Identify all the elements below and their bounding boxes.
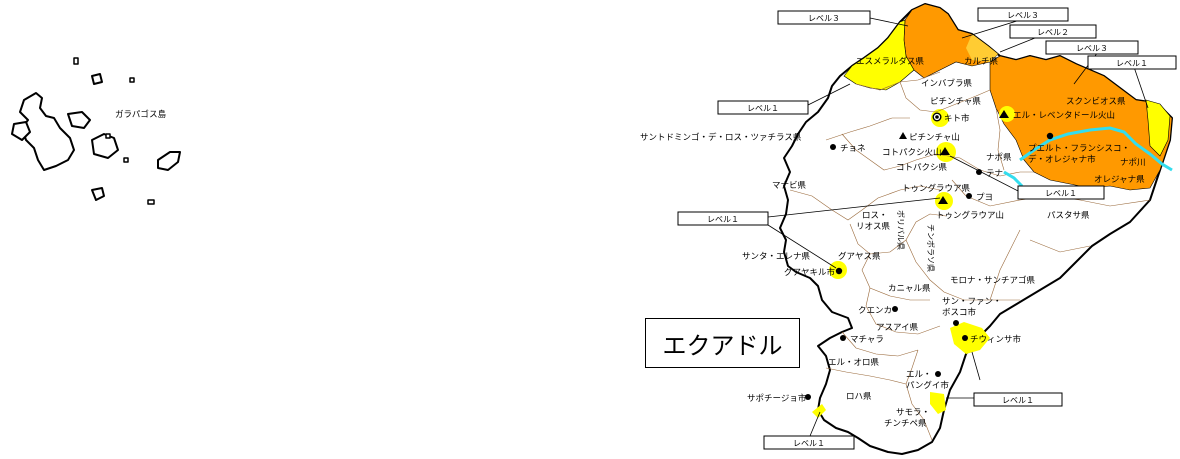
callout-level1-sucumbios: レベル１ [1087, 55, 1177, 70]
zapotillo-label: サポチージョ市 [747, 393, 807, 404]
province-boundaries [789, 71, 1151, 441]
manabi-label: マナビ県 [772, 181, 807, 191]
morona-label: モロナ・サンチアゴ県 [950, 275, 1036, 286]
svg-text:レベル１: レベル１ [1045, 189, 1077, 198]
imbabura-label: インバブラ県 [921, 78, 973, 89]
chimborazo-label: チンボラソ県 [926, 224, 935, 272]
zamora-label: サモラ・チンチペ県 [884, 408, 930, 429]
cotopaxi-volcano-icon [940, 147, 950, 155]
cotopaxi-province-label: コトパクシ県 [896, 163, 948, 173]
san-juan-label: サン・ファン・ボスコ市 [942, 297, 1002, 318]
svg-text:レベル１: レベル１ [793, 439, 825, 448]
callout-level1-zamora: レベル１ [973, 392, 1063, 407]
quito-label: キト市 [944, 113, 970, 124]
pichincha-label: ピチンチャ県 [930, 97, 981, 107]
puyo-label: プヨ [976, 193, 993, 203]
napo-river [1019, 126, 1173, 172]
chiguinda-label: チウィンサ市 [970, 334, 1022, 345]
los-rios-label: ロス・リオス県 [856, 211, 891, 232]
galapagos-islands [11, 57, 181, 205]
loja-label: ロハ県 [846, 392, 872, 402]
azuay-label: アスアイ県 [876, 323, 919, 333]
guayaquil-city-icon [835, 267, 843, 275]
cotopaxi-volcano-label: コトパクシ火山 [882, 147, 942, 158]
callout-level1-cotopaxi: レベル１ [1017, 185, 1105, 200]
tungurahua-volcano-label: トゥングラウア山 [936, 210, 1004, 221]
mainland [779, 3, 1173, 455]
reventador-label: エル・レベンタドール火山 [1013, 110, 1115, 121]
tena-label: テナ [986, 169, 1003, 179]
santa-elena-label: サンタ・エレナ県 [742, 252, 811, 262]
tungurahua-province-label: トゥングラウア県 [902, 183, 971, 194]
svg-text:レベル１: レベル１ [1002, 396, 1034, 405]
map-title: エクアドル [645, 318, 800, 368]
bolivar-label: ボリバル県 [896, 210, 905, 250]
callout-level3-3: レベル３ [1045, 40, 1139, 55]
pichincha-volcano-icon [899, 132, 907, 139]
callout-level1-tungurahua: レベル１ [677, 211, 769, 226]
svg-text:レベル１: レベル１ [1116, 59, 1148, 68]
guayaquil-label: グアヤキル市 [784, 267, 836, 278]
el-oro-label: エル・オロ県 [828, 358, 880, 368]
esmeraldas-label: エスメラルダス県 [856, 56, 925, 67]
svg-text:レベル３: レベル３ [1007, 11, 1039, 20]
machala-city-icon [840, 335, 846, 341]
level3-area-sucumbios [989, 55, 1173, 191]
callout-level3-2: レベル３ [977, 7, 1069, 22]
carchi-label: カルチ県 [964, 57, 999, 67]
cuenca-city-icon [892, 306, 898, 312]
pichincha-volcano-label: ピチンチャ山 [909, 132, 960, 143]
chone-label: チョネ [840, 144, 866, 154]
napo-label: ナポ県 [986, 153, 1012, 163]
svg-text:レベル３: レベル３ [1076, 44, 1108, 53]
san-juan-city-icon [953, 320, 959, 326]
pastaza-label: パスタサ県 [1047, 211, 1090, 221]
river-branch [1003, 170, 1024, 188]
canar-label: カニャル県 [888, 284, 931, 294]
puyo-city-icon [966, 193, 972, 199]
svg-text:レベル２: レベル２ [1037, 28, 1069, 37]
galapagos-label: ガラパゴス島 [115, 109, 167, 120]
guayas-label: グアヤス県 [838, 251, 881, 262]
svg-text:レベル１: レベル１ [707, 215, 739, 224]
tungurahua-volcano-icon [938, 196, 948, 204]
callout-level3-1: レベル３ [777, 10, 871, 25]
alert-areas [812, 3, 1173, 418]
callout-level2: レベル２ [1009, 24, 1097, 39]
cuenca-label: クエンカ [858, 306, 892, 316]
callout-level1-esmeraldas: レベル１ [717, 100, 809, 115]
napo-river-label: ナポ川 [1120, 158, 1146, 168]
chone-city-icon [830, 144, 836, 150]
level2-area-carchi-east [966, 34, 998, 62]
orellana-label: オレジャナ県 [1094, 175, 1145, 185]
zapotillo-city-icon [805, 394, 811, 400]
callout-level1-zapotillo: レベル１ [763, 435, 855, 450]
reventador-volcano-icon [999, 110, 1009, 118]
el-pangui-city-icon [935, 371, 941, 377]
chiguinda-city-icon [962, 335, 968, 341]
santo-domingo-label: サントドミンゴ・デ・ロス・ツァチラス県 [640, 132, 802, 143]
sucumbios-label: スクンビオス県 [1066, 97, 1126, 107]
el-pangui-label: エル・パングイ市 [906, 370, 949, 391]
francisco-label: プエルト・フランシスコ・デ・オレジャナ市 [1028, 144, 1130, 165]
svg-text:レベル３: レベル３ [808, 14, 840, 23]
francisco-city-icon [1046, 132, 1054, 140]
svg-text:レベル１: レベル１ [747, 104, 779, 113]
machala-label: マチャラ [850, 335, 884, 345]
